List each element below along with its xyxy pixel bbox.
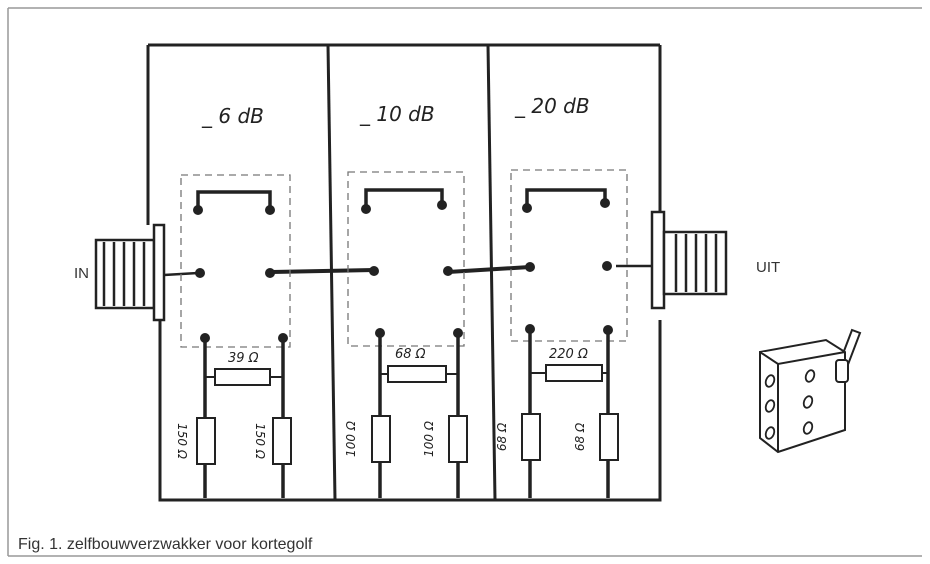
switch-outline [180,174,291,348]
attenuation-label: _ 20 dB [514,94,590,118]
series-resistor-value: 39 Ω [228,351,259,366]
shunt-resistor-left [371,415,391,463]
shunt-right-value: 100 Ω [422,420,436,457]
attenuator-section-2: _ 10 dB 68 Ω 100 Ω 100 Ω [344,102,468,498]
shunt-left-value: 68 Ω [495,422,509,451]
through-wiring [271,265,531,274]
series-resistor [214,368,271,386]
shunt-left-value: 100 Ω [344,420,358,457]
attenuation-label: _ 10 dB [359,102,435,126]
switch-outline [347,171,465,347]
shunt-right-value: 150 Ω [253,423,267,460]
shunt-right-value: 68 Ω [573,422,587,451]
shunt-resistor-right [448,415,468,463]
attenuator-section-1: _ 6 dB 39 Ω 150 Ω 150 Ω [175,104,292,498]
shunt-left-value: 150 Ω [175,423,189,460]
figure-border [7,7,922,557]
shunt-resistor-right [272,417,292,465]
attenuator-section-3: _ 20 dB 220 Ω 68 Ω 68 Ω [495,94,628,498]
figure-caption: Fig. 1. zelfbouwverzwakker voor kortegol… [18,536,313,553]
toggle-switch-icon [759,328,862,454]
shunt-resistor-left [196,417,216,465]
series-resistor [545,364,603,382]
connector-in-label: IN [74,265,89,282]
series-resistor-value: 220 Ω [549,347,588,362]
series-resistor [387,365,447,383]
attenuation-label: _ 6 dB [201,104,264,128]
bnc-connector-icon [94,223,199,322]
bnc-connector-icon [616,210,728,310]
shunt-resistor-right [599,413,619,461]
shunt-resistor-left [521,413,541,461]
series-resistor-value: 68 Ω [395,347,426,362]
connector-out-label: UIT [756,259,780,276]
